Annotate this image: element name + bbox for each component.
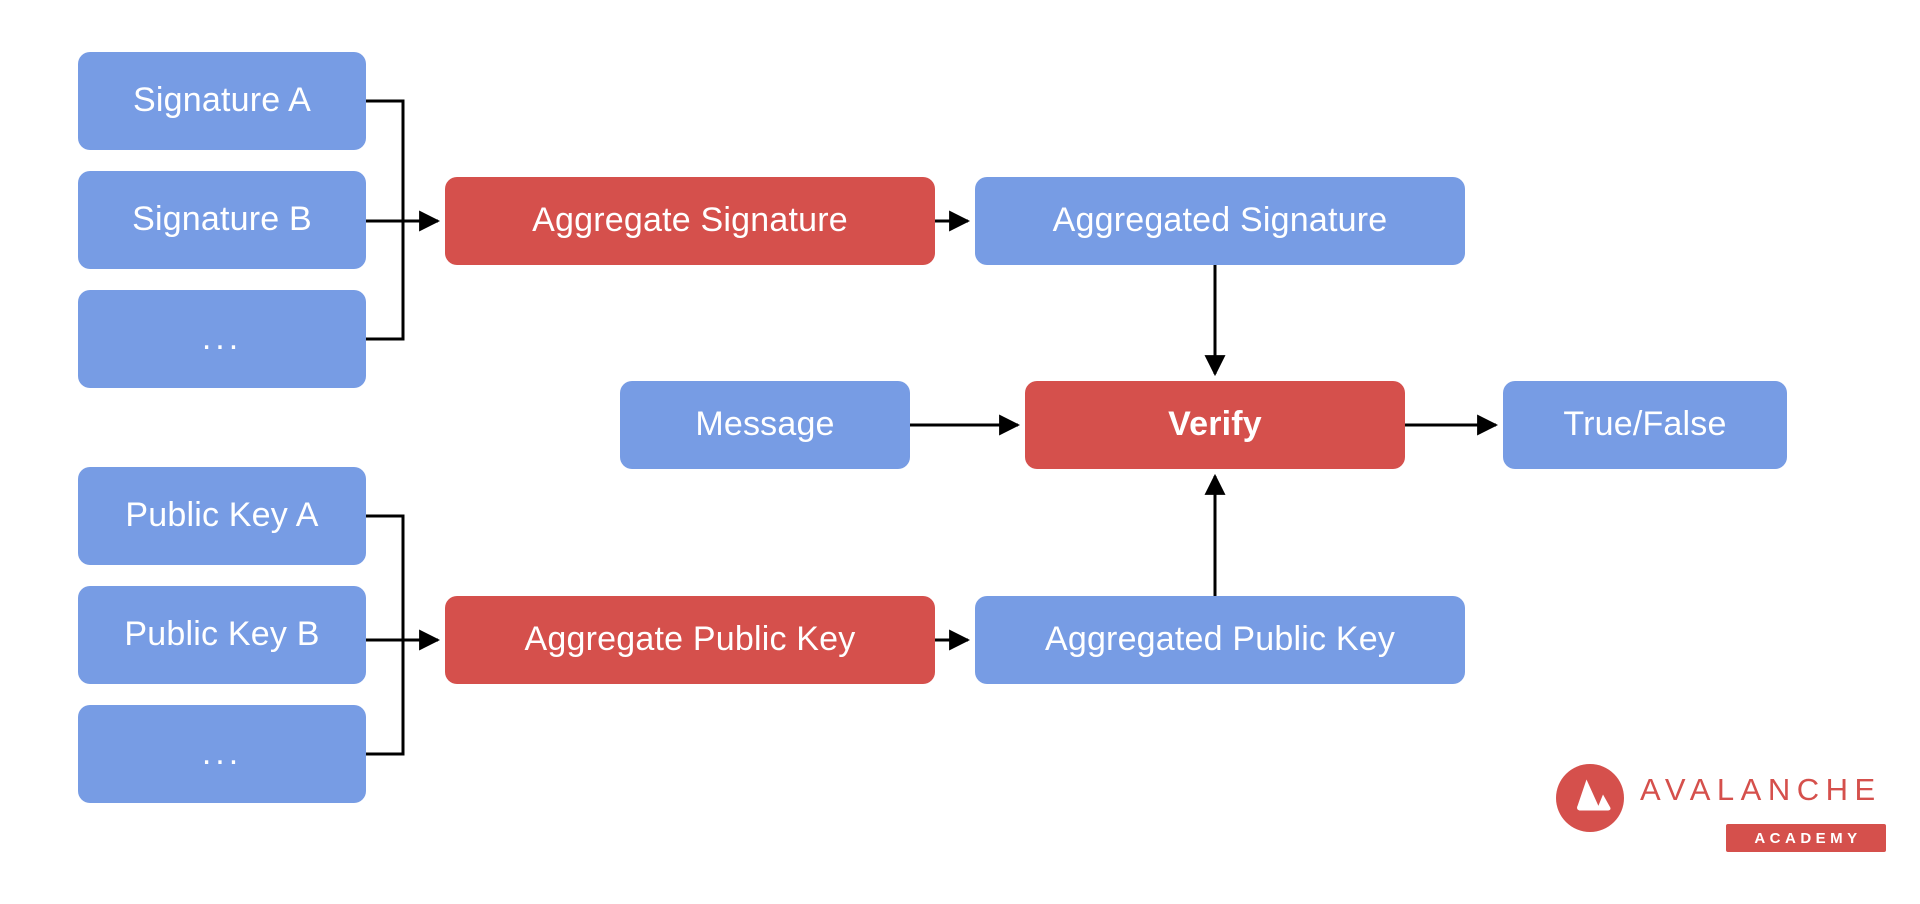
node-signature-b[interactable]: Signature B — [78, 171, 366, 269]
node-label: ... — [201, 319, 243, 358]
node-label: Aggregated Signature — [1052, 201, 1388, 240]
node-label: Signature B — [132, 200, 312, 239]
logo-academy-badge: ACADEMY — [1726, 824, 1886, 852]
node-label: Aggregated Public Key — [1044, 620, 1396, 659]
avalanche-logo-mark — [1556, 764, 1624, 832]
node-label: Aggregate Signature — [532, 201, 848, 240]
avalanche-academy-logo: AVALANCHE ACADEMY — [1556, 762, 1886, 854]
node-aggregated-public-key[interactable]: Aggregated Public Key — [975, 596, 1465, 684]
node-public-key-b[interactable]: Public Key B — [78, 586, 366, 684]
node-public-key-a[interactable]: Public Key A — [78, 467, 366, 565]
node-label: Aggregate Public Key — [524, 620, 856, 659]
node-label: Signature A — [133, 81, 311, 120]
node-signature-more[interactable]: ... — [78, 290, 366, 388]
node-label: Public Key A — [125, 496, 319, 535]
edge-public-key-more-to-aggregate — [366, 640, 405, 756]
edge-signature-a-to-aggregate — [366, 99, 405, 221]
logo-brand-text: AVALANCHE — [1640, 772, 1882, 807]
node-label: Verify — [1168, 405, 1262, 444]
node-label: True/False — [1563, 405, 1727, 444]
edge-public-key-a-to-aggregate — [366, 514, 405, 640]
node-verify[interactable]: Verify — [1025, 381, 1405, 469]
node-result-true-false[interactable]: True/False — [1503, 381, 1787, 469]
node-label: Public Key B — [124, 615, 320, 654]
node-label: ... — [201, 734, 243, 773]
logo-academy-text: ACADEMY — [1754, 829, 1862, 847]
node-message[interactable]: Message — [620, 381, 910, 469]
node-aggregated-signature[interactable]: Aggregated Signature — [975, 177, 1465, 265]
node-label: Message — [695, 405, 835, 444]
edge-signature-more-to-aggregate — [366, 221, 405, 341]
node-signature-a[interactable]: Signature A — [78, 52, 366, 150]
node-aggregate-public-key[interactable]: Aggregate Public Key — [445, 596, 935, 684]
node-public-key-more[interactable]: ... — [78, 705, 366, 803]
node-aggregate-signature[interactable]: Aggregate Signature — [445, 177, 935, 265]
